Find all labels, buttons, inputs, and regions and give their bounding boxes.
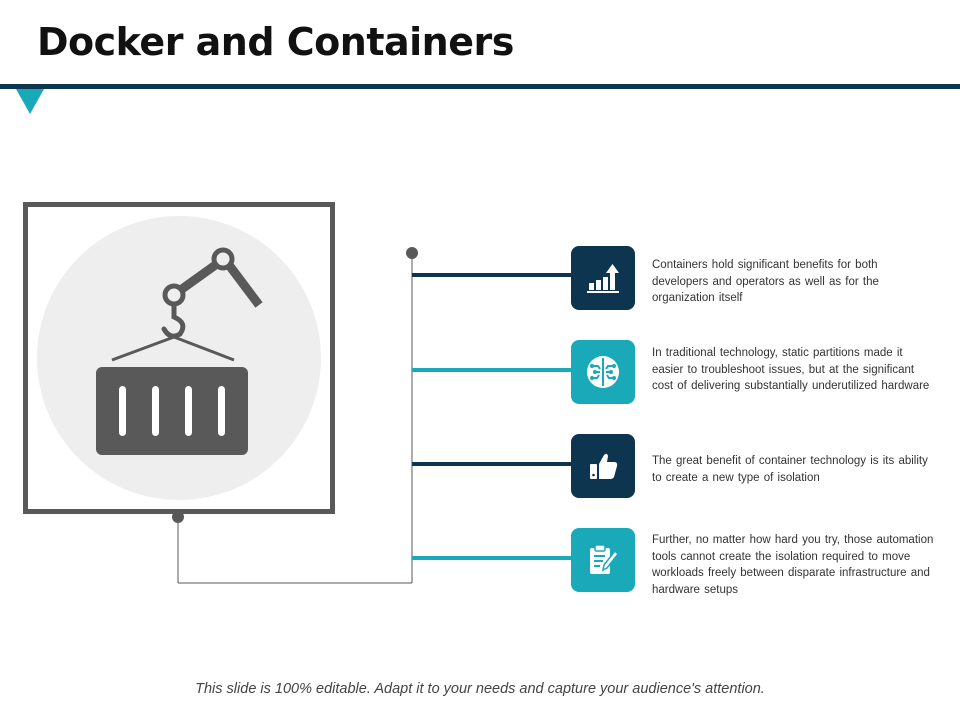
- bar-growth-icon: [587, 264, 619, 293]
- header-triangle-marker: [16, 89, 44, 114]
- branch-line-1: [412, 273, 572, 277]
- thumbs-up-icon: [590, 453, 618, 479]
- branch-line-2: [412, 368, 572, 372]
- branch-line-3: [412, 462, 572, 466]
- benefit-badge-1: [571, 246, 635, 310]
- clipboard-edit-icon: [590, 544, 620, 574]
- benefit-badge-4: [571, 528, 635, 592]
- benefit-text-4: Further, no matter how hard you try, tho…: [652, 534, 934, 596]
- benefit-badge-3: [571, 434, 635, 498]
- benefit-text-3: The great benefit of container technolog…: [652, 455, 928, 484]
- branch-line-4: [412, 556, 572, 560]
- header-rule: [0, 84, 960, 89]
- circuit-brain-icon: [587, 356, 619, 388]
- main-illustration-frame: [23, 202, 335, 514]
- benefit-badge-2: [571, 340, 635, 404]
- container-crane-icon: [37, 216, 321, 500]
- slide-title: Docker and Containers: [37, 20, 514, 64]
- benefit-text-2: In traditional technology, static partit…: [652, 347, 930, 392]
- footer-note: This slide is 100% editable. Adapt it to…: [195, 681, 765, 697]
- benefit-text-1: Containers hold significant benefits for…: [652, 259, 879, 304]
